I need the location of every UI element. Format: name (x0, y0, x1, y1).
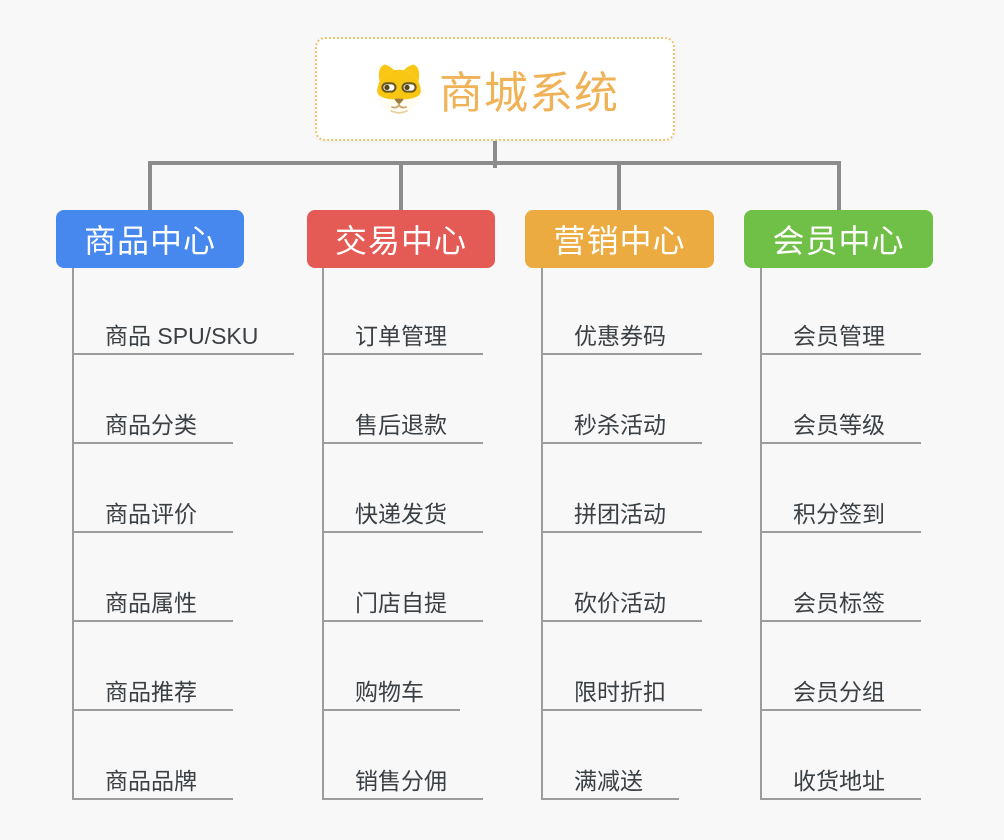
topic-item[interactable]: 积分签到 (760, 502, 921, 533)
topic-item[interactable]: 销售分佣 (322, 769, 483, 800)
branch-marketing-trunk-line (541, 268, 543, 800)
topic-item[interactable]: 商品 SPU/SKU (72, 324, 295, 355)
topic-item[interactable]: 会员分组 (760, 680, 921, 711)
root-title: 商城系统 (439, 69, 619, 118)
topic-item[interactable]: 会员等级 (760, 413, 921, 444)
branch-product-trunk-line (72, 268, 74, 800)
root-node[interactable]: 商城系统 (315, 37, 675, 141)
connector-root-stem (493, 141, 497, 168)
branch-member-center[interactable]: 会员中心 (744, 210, 933, 268)
topic-item[interactable]: 限时折扣 (541, 680, 702, 711)
branch-trade-trunk-line (322, 268, 324, 800)
connector-dropper-4 (837, 161, 841, 210)
topic-item[interactable]: 会员管理 (760, 324, 921, 355)
topic-item[interactable]: 优惠券码 (541, 324, 702, 355)
topic-item[interactable]: 购物车 (322, 680, 460, 711)
branch-product-center[interactable]: 商品中心 (56, 210, 244, 268)
topic-item[interactable]: 收货地址 (760, 769, 921, 800)
topic-item[interactable]: 售后退款 (322, 413, 483, 444)
topic-item[interactable]: 砍价活动 (541, 591, 702, 622)
connector-dropper-3 (617, 161, 621, 210)
topic-item[interactable]: 会员标签 (760, 591, 921, 622)
topic-item[interactable]: 商品属性 (72, 591, 233, 622)
shiba-dog-icon (377, 64, 421, 114)
branch-marketing-center[interactable]: 营销中心 (525, 210, 714, 268)
connector-dropper-2 (399, 161, 403, 210)
connector-horizontal-line (148, 161, 841, 165)
topic-item[interactable]: 订单管理 (322, 324, 483, 355)
topic-item[interactable]: 商品评价 (72, 502, 233, 533)
branch-trade-center[interactable]: 交易中心 (307, 210, 495, 268)
topic-item[interactable]: 商品分类 (72, 413, 233, 444)
topic-item[interactable]: 门店自提 (322, 591, 483, 622)
topic-item[interactable]: 拼团活动 (541, 502, 702, 533)
topic-item[interactable]: 商品推荐 (72, 680, 233, 711)
topic-item[interactable]: 秒杀活动 (541, 413, 702, 444)
branch-member-trunk-line (760, 268, 762, 800)
topic-item[interactable]: 商品品牌 (72, 769, 233, 800)
connector-dropper-1 (148, 161, 152, 210)
topic-item[interactable]: 快递发货 (322, 502, 483, 533)
topic-item[interactable]: 满减送 (541, 769, 679, 800)
